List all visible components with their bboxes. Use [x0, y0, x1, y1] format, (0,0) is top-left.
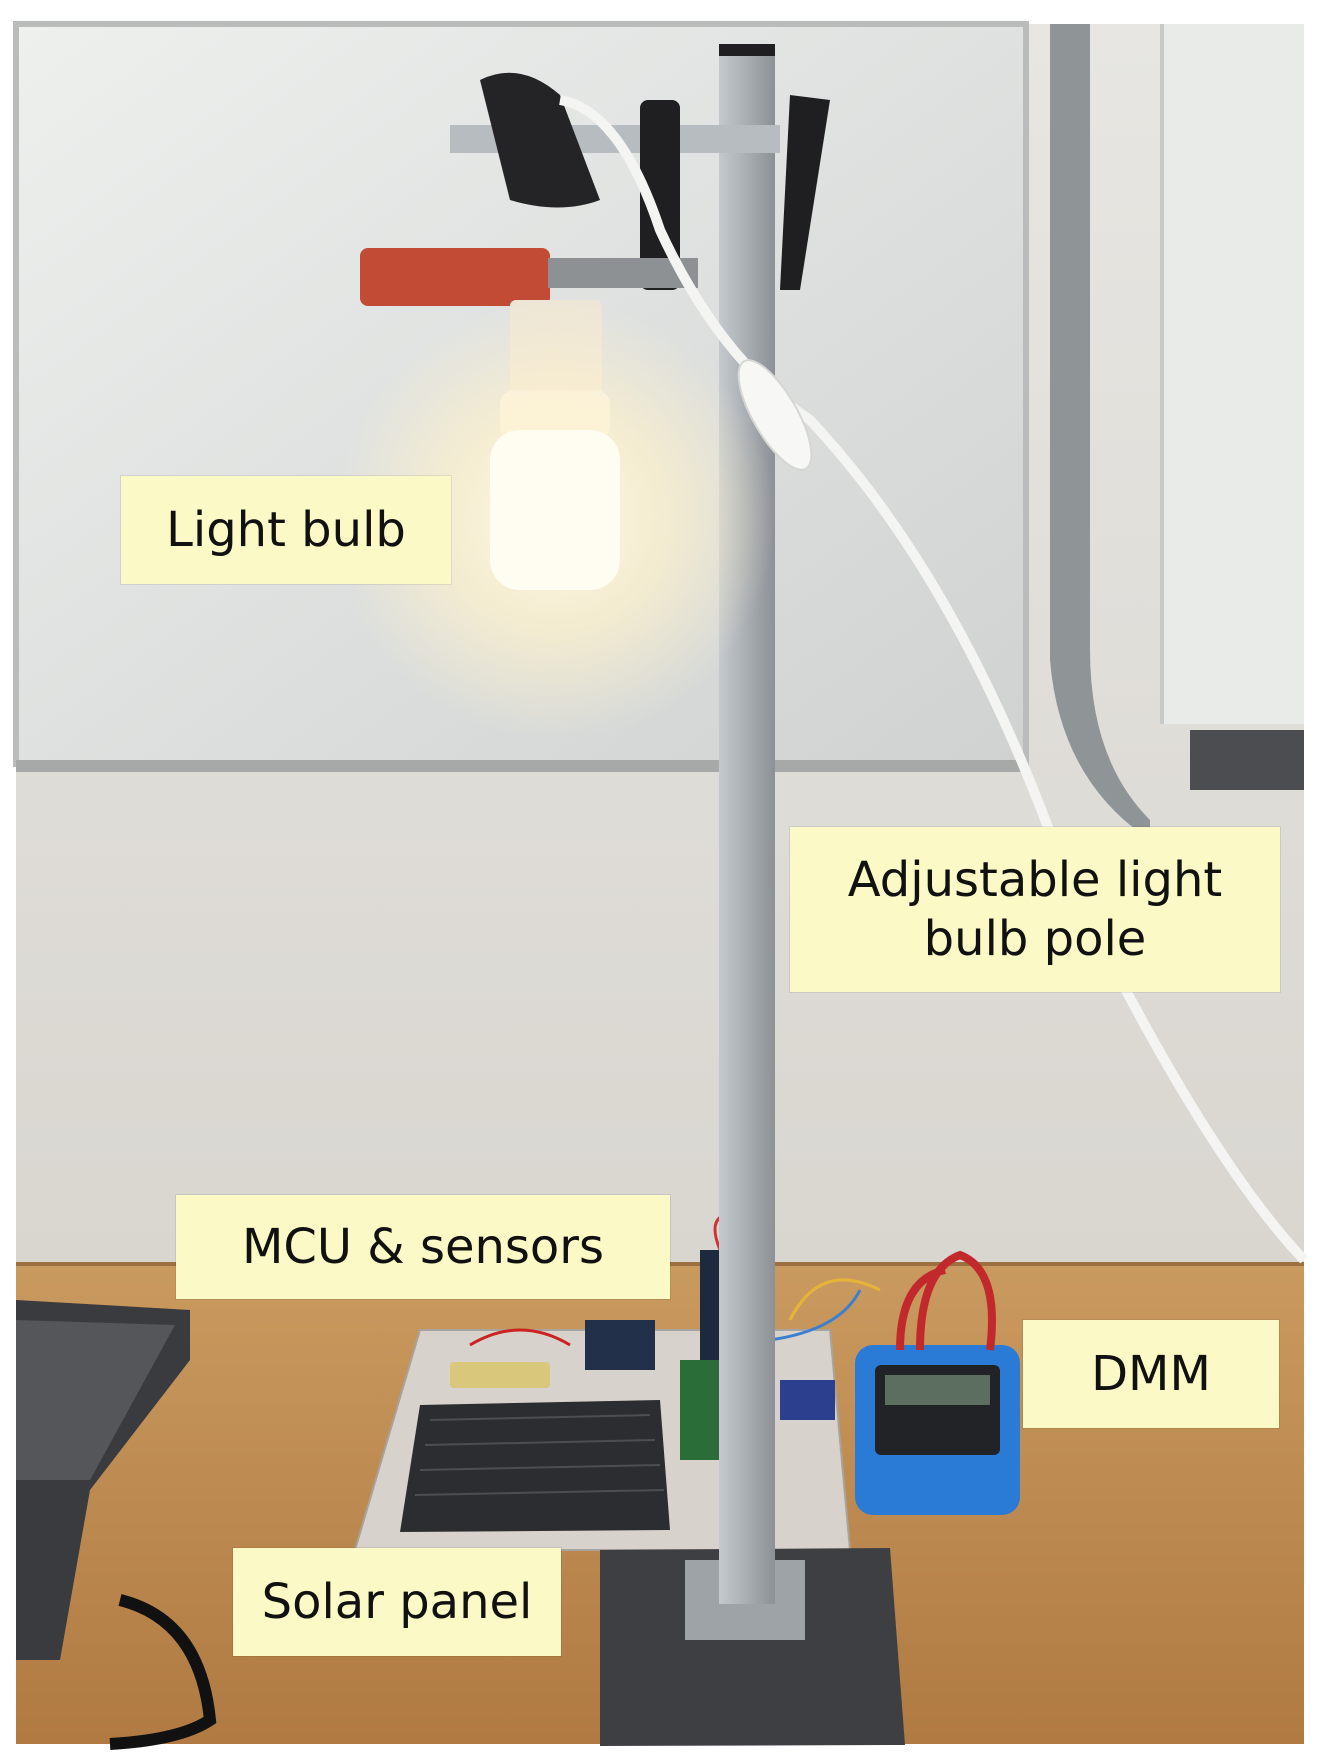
light-bulb	[490, 430, 620, 590]
clamp-handle	[360, 248, 550, 306]
label-solar-panel: Solar panel	[233, 1548, 561, 1656]
label-dmm: DMM	[1023, 1320, 1279, 1428]
power-cord	[558, 95, 1308, 1264]
pole	[719, 44, 775, 1604]
label-light-bulb: Light bulb	[121, 476, 451, 584]
solar-panel	[400, 1400, 670, 1532]
label-mcu-sensors: MCU & sensors	[176, 1195, 670, 1299]
label-adjustable-pole: Adjustable light bulb pole	[790, 827, 1280, 992]
pole-base	[600, 1548, 905, 1746]
